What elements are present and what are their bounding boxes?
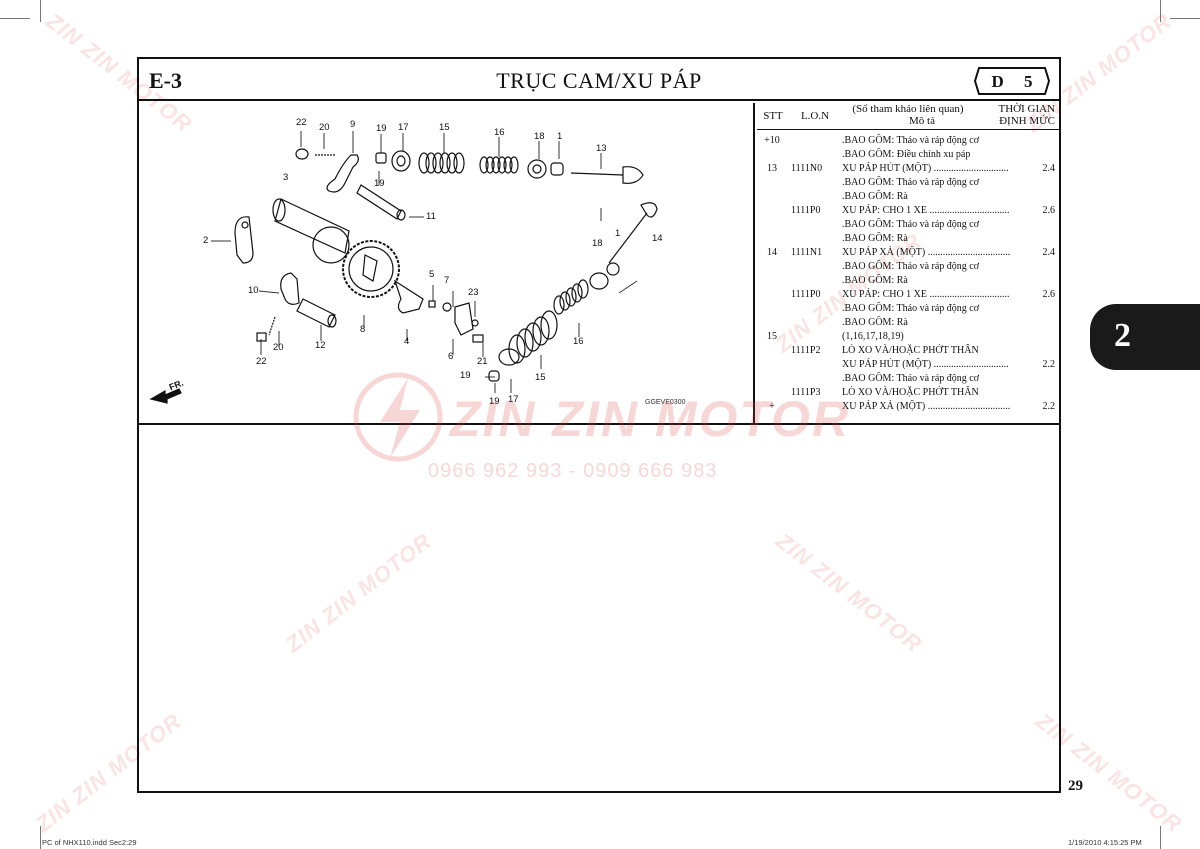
header-ref-line1: (Số tham khảo liên quan)	[852, 103, 964, 115]
callout-label: 1	[557, 131, 563, 142]
chapter-tab-label: 2	[1114, 317, 1131, 354]
callout-label: 7	[444, 275, 450, 286]
callout-label: 18	[534, 131, 545, 142]
crop-mark	[1160, 0, 1161, 22]
footer-file-info: PC of NHX110.indd Sec2:29	[42, 838, 137, 847]
header-time-line1: THỜI GIAN	[998, 103, 1055, 115]
table-row: +XU PÁP XẢ (MỘT) .......................…	[769, 401, 1055, 412]
callout-label: 2	[203, 235, 209, 246]
camshaft-valve-drawing	[149, 131, 658, 404]
header-rule	[757, 129, 1059, 130]
callout-label: 13	[596, 143, 607, 154]
callout-label: 11	[426, 211, 436, 222]
exploded-diagram: 22 20 9 19 17 15 16 18 1 13 3 19 11 2 18…	[139, 103, 755, 423]
crop-mark	[40, 0, 41, 22]
callout-label: 20	[273, 342, 284, 353]
callout-label: 12	[315, 340, 326, 351]
crop-mark	[0, 18, 30, 19]
header-stt: STT	[763, 110, 783, 122]
page-header: E-3 TRỤC CAM/XU PÁP D 5	[139, 59, 1059, 101]
page-frame: E-3 TRỤC CAM/XU PÁP D 5	[137, 57, 1061, 793]
callout-label: 19	[374, 178, 385, 189]
table-row: .BAO GỒM: Tháo và ráp động cơ	[842, 177, 980, 188]
callout-label: 21	[477, 356, 488, 367]
callout-label: 19	[489, 396, 500, 407]
table-row: XU PÁP HÚT (MỘT) .......................…	[842, 359, 1055, 370]
crop-mark	[1160, 826, 1161, 849]
callout-label: 23	[468, 287, 479, 298]
callout-label: 17	[398, 122, 409, 133]
callout-label: 16	[494, 127, 505, 138]
table-row: .BAO GỒM: Tháo và ráp động cơ	[842, 261, 980, 272]
header-lon: L.O.N	[800, 110, 830, 122]
header-time-line2: ĐỊNH MỨC	[999, 115, 1055, 127]
table-row: +10.BAO GỒM: Tháo và ráp động cơ	[764, 135, 980, 146]
table-row: .BAO GỒM: Rà	[842, 191, 908, 202]
callout-label: 3	[283, 172, 289, 183]
section-code: E-3	[149, 68, 182, 93]
callout-label: 8	[360, 324, 366, 335]
callout-label: 10	[248, 285, 259, 296]
figure-code: GGEVE0300	[645, 399, 686, 406]
table-row: .BAO GỒM: Tháo và ráp động cơ	[842, 303, 980, 314]
callout-label: 19	[460, 370, 471, 381]
callout-label: 22	[296, 117, 307, 128]
crop-mark	[40, 826, 41, 849]
table-row: 15(1,16,17,18,19)	[767, 331, 904, 342]
callout-label: 1	[615, 228, 621, 239]
table-row: .BAO GỒM: Rà	[842, 317, 908, 328]
page-number: 29	[1068, 778, 1083, 794]
section-badge: D 5	[973, 66, 1051, 96]
table-row: .BAO GỒM: Rà	[842, 275, 908, 286]
page-title: TRỤC CAM/XU PÁP	[496, 68, 702, 93]
table-row: .BAO GỒM: Điều chỉnh xu páp	[842, 149, 971, 160]
callout-label: 16	[573, 336, 584, 347]
table-row: .BAO GỒM: Rà	[842, 233, 908, 244]
callout-label: 14	[652, 233, 663, 244]
badge-frame-icon	[973, 67, 1051, 95]
callout-label: 9	[350, 119, 356, 130]
callout-label: 20	[319, 122, 330, 133]
table-row: .BAO GỒM: Tháo và ráp động cơ	[842, 219, 980, 230]
header-ref-line2: Mô tả	[909, 115, 935, 127]
callout-label: 22	[256, 356, 267, 367]
callout-label: 4	[404, 336, 410, 347]
table-row: .BAO GỒM: Tháo và ráp động cơ	[842, 373, 980, 384]
callout-label: 15	[535, 372, 546, 383]
callout-label: 17	[508, 394, 519, 405]
callout-label: 18	[592, 238, 603, 249]
callout-label: 15	[439, 122, 450, 133]
callout-label: 6	[448, 351, 454, 362]
parts-table: STT L.O.N (Số tham khảo liên quan) Mô tả…	[757, 103, 1059, 423]
badge-text: D 5	[991, 72, 1041, 91]
chapter-tab: 2	[1090, 304, 1200, 370]
footer-timestamp: 1/19/2010 4:15:25 PM	[1068, 838, 1142, 847]
callout-label: 5	[429, 269, 435, 280]
crop-mark	[1170, 18, 1200, 19]
callout-label: 19	[376, 123, 387, 134]
section-divider	[139, 423, 1059, 425]
